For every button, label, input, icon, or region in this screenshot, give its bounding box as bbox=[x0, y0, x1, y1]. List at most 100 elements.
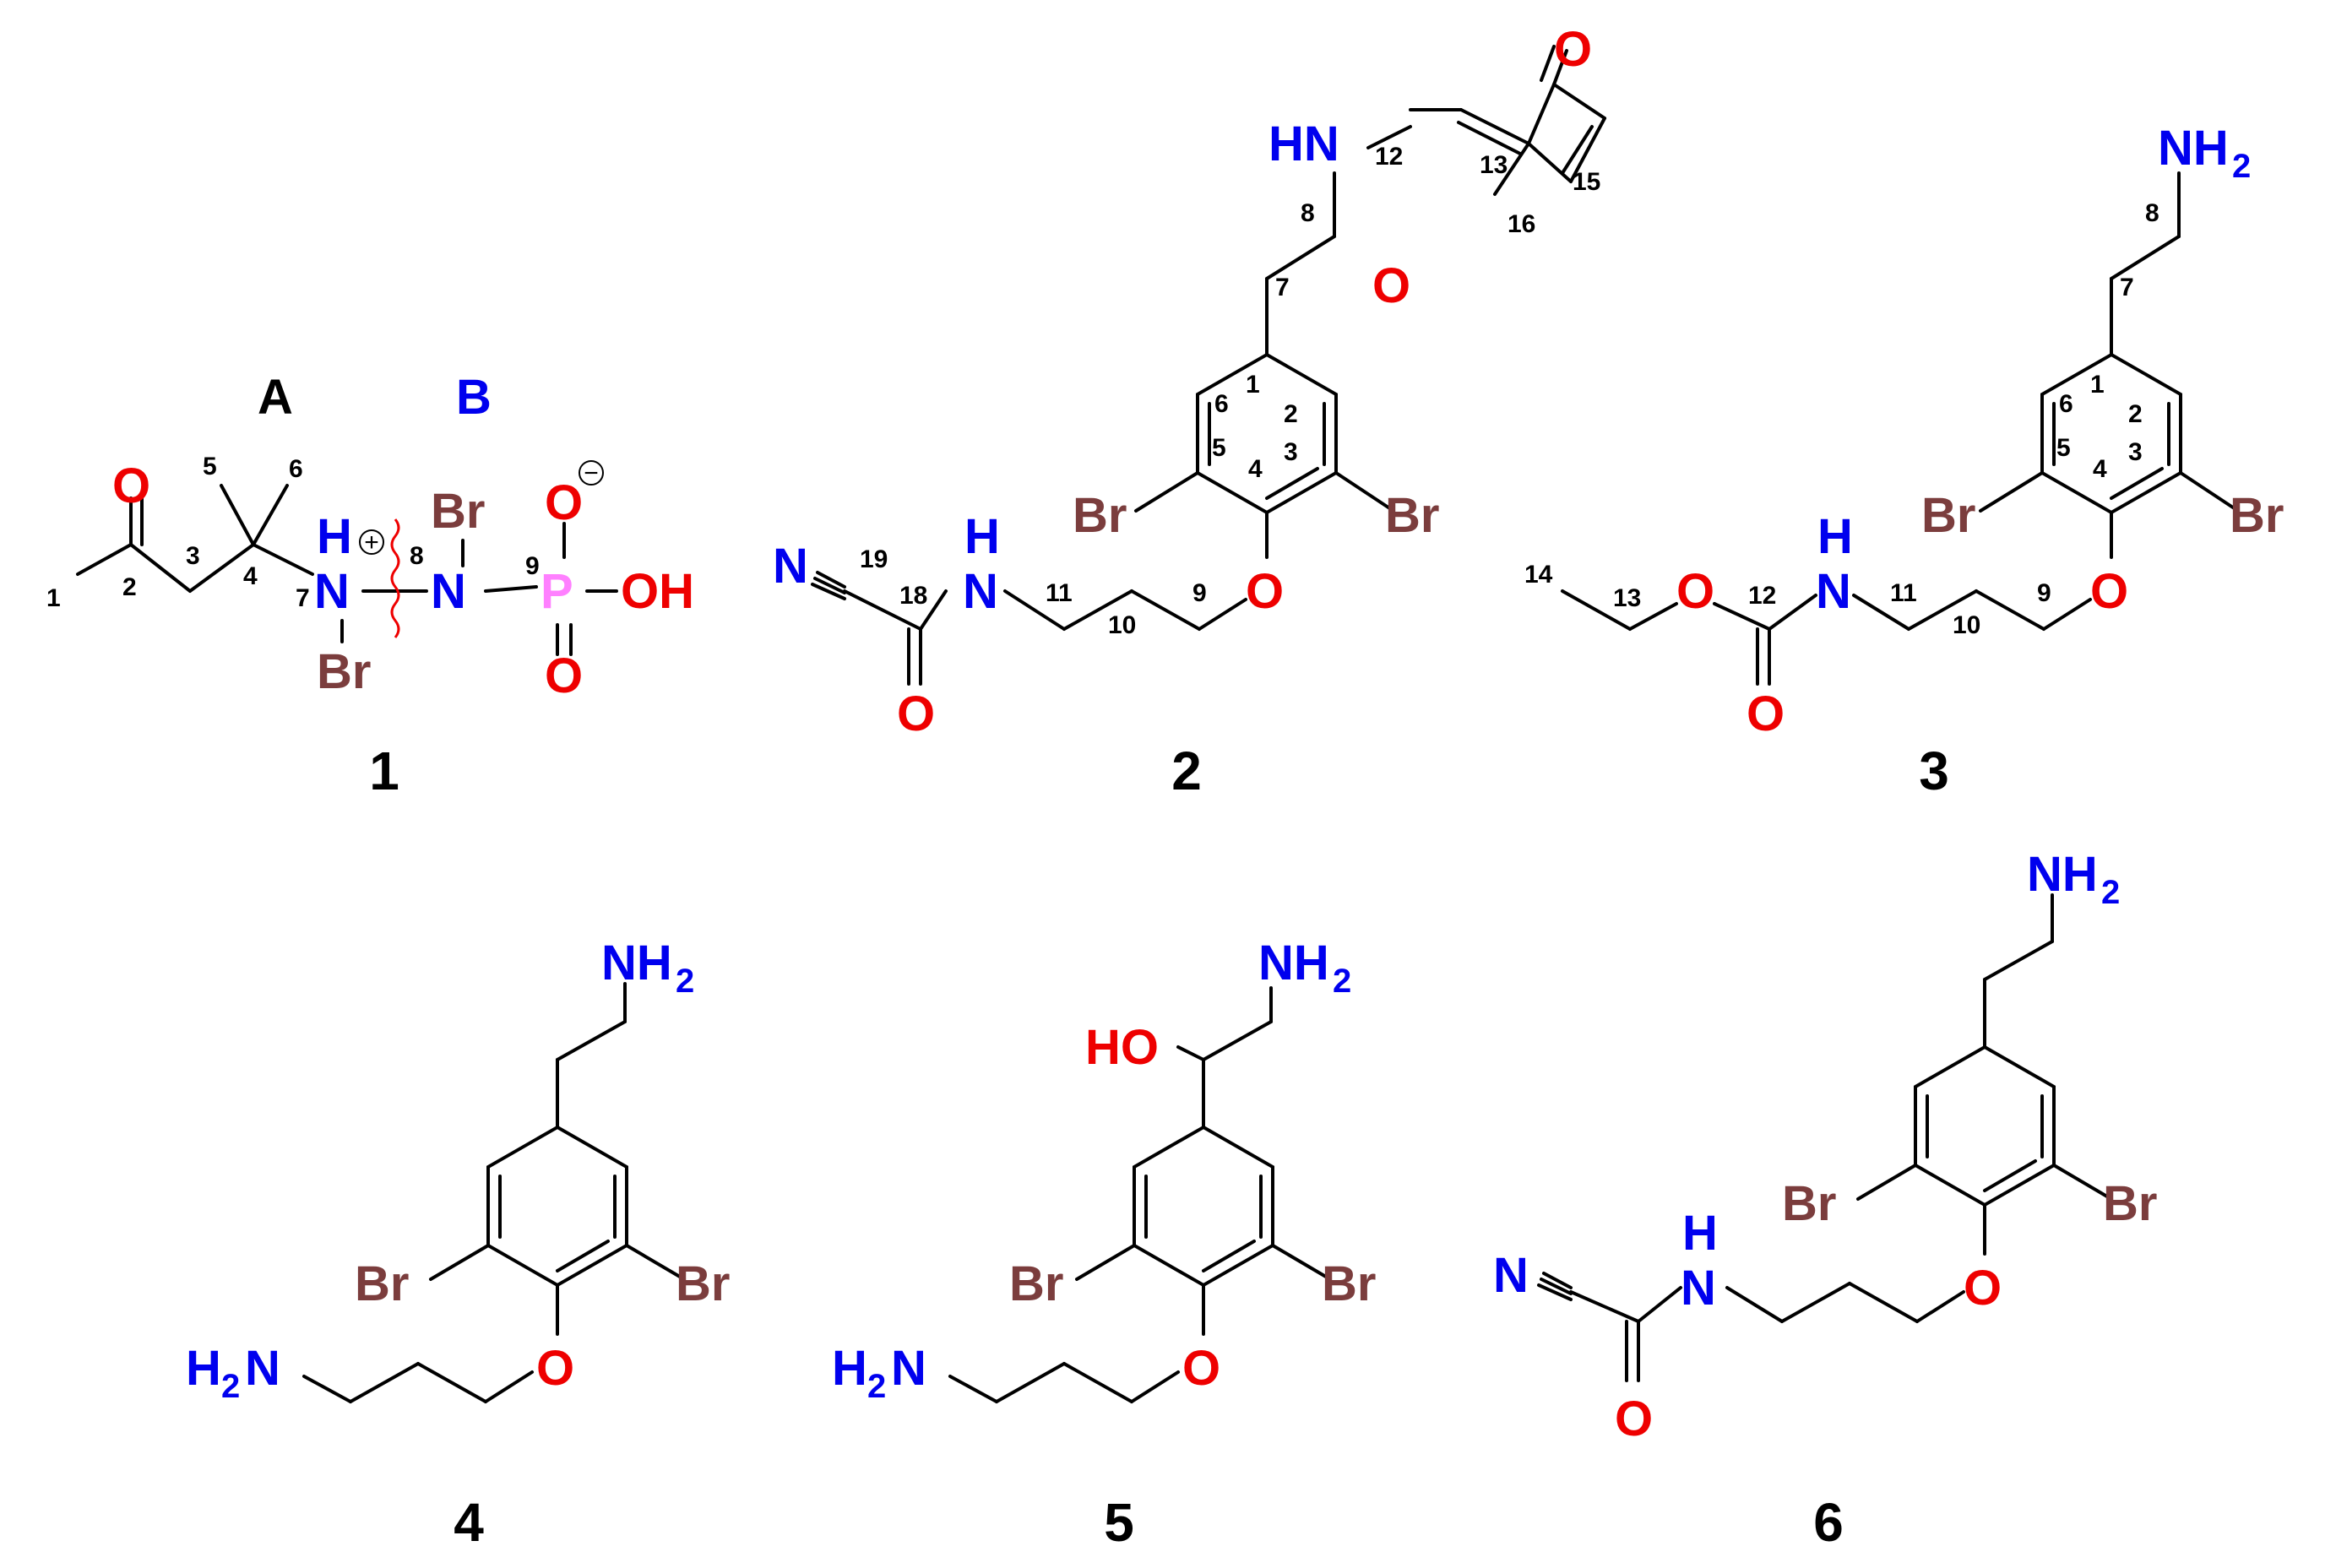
c3-amine-nh: NH bbox=[2158, 121, 2229, 176]
c3-num-11: 11 bbox=[1890, 579, 1917, 607]
c1-num-1: 1 bbox=[46, 584, 61, 612]
compound-5: NH 2 HO Br Br O H 2 N 5 bbox=[832, 936, 1376, 1553]
c2-bromine-right: Br bbox=[1385, 488, 1439, 543]
c2-num-4: 4 bbox=[1248, 455, 1263, 483]
c2-bromine-left: Br bbox=[1073, 488, 1127, 543]
fragment-b-label: B bbox=[456, 370, 492, 425]
c2-num-5: 5 bbox=[1212, 434, 1226, 462]
c2-num-12: 12 bbox=[1375, 143, 1403, 171]
c3-num-14: 14 bbox=[1524, 561, 1553, 589]
fragment-a-label: A bbox=[258, 370, 293, 425]
c1-n8-bromine: Br bbox=[431, 484, 485, 539]
c2-num-3: 3 bbox=[1284, 438, 1298, 466]
c6-nitrile-nitrogen: N bbox=[1493, 1248, 1529, 1303]
c2-nitrile-nitrogen: N bbox=[773, 539, 808, 594]
c2-amide-nitrogen: N bbox=[963, 564, 998, 619]
compound-1: O H N + Br N Br P O − OH O 1 2 3 4 5 6 7… bbox=[46, 370, 694, 801]
c2-num-18: 18 bbox=[899, 582, 927, 610]
compound-3: NH 2 Br Br O N H O O 1 2 3 4 5 6 7 8 9 1… bbox=[1524, 121, 2284, 801]
c3-num-3: 3 bbox=[2128, 438, 2143, 466]
c1-num-9: 9 bbox=[525, 552, 540, 580]
c3-num-12: 12 bbox=[1748, 582, 1776, 610]
c3-num-13: 13 bbox=[1613, 584, 1641, 612]
c2-amide-hydrogen: H bbox=[964, 509, 1000, 564]
compound-6: NH 2 Br Br O N H N O 6 bbox=[1493, 847, 2157, 1553]
c5-amine-subscript: 2 bbox=[1333, 963, 1351, 1000]
c2-num-8: 8 bbox=[1301, 199, 1315, 227]
compound-2-bonds bbox=[811, 45, 1606, 686]
c1-n7-bromine: Br bbox=[317, 644, 371, 699]
c4-bromine-right: Br bbox=[676, 1256, 730, 1311]
c2-num-15: 15 bbox=[1573, 168, 1600, 196]
c6-amide-oxygen: O bbox=[1615, 1392, 1653, 1446]
compound-6-label: 6 bbox=[1813, 1492, 1844, 1553]
c5-amine-nh: NH bbox=[1258, 936, 1329, 990]
c2-amine-hn: HN bbox=[1269, 117, 1339, 171]
c2-ether-oxygen: O bbox=[1246, 564, 1284, 619]
c3-amine-subscript: 2 bbox=[2232, 148, 2251, 185]
c5-ether-oxygen: O bbox=[1182, 1341, 1220, 1396]
c1-num-4: 4 bbox=[243, 562, 258, 590]
c2-num-6: 6 bbox=[1214, 390, 1229, 418]
c1-phosphoryl-oxygen: O bbox=[545, 648, 583, 703]
c1-num-5: 5 bbox=[203, 453, 217, 480]
compound-3-label: 3 bbox=[1919, 741, 1949, 801]
c3-bromine-left: Br bbox=[1921, 488, 1975, 543]
c3-num-9: 9 bbox=[2037, 579, 2051, 607]
c1-num-7: 7 bbox=[296, 584, 310, 612]
compound-4: NH 2 Br Br O H 2 N 4 bbox=[186, 936, 730, 1553]
plus-charge-icon bbox=[359, 529, 384, 555]
c5-bromine-left: Br bbox=[1009, 1256, 1063, 1311]
c2-num-10: 10 bbox=[1108, 611, 1136, 639]
c1-num-6: 6 bbox=[289, 455, 303, 483]
c2-num-16: 16 bbox=[1508, 210, 1535, 238]
c1-num-2: 2 bbox=[122, 573, 137, 601]
c5-bromine-right: Br bbox=[1322, 1256, 1376, 1311]
compound-5-bonds bbox=[948, 986, 1332, 1403]
c4-bromine-left: Br bbox=[355, 1256, 409, 1311]
c2-num-19: 19 bbox=[860, 545, 888, 573]
c2-num-9: 9 bbox=[1192, 579, 1207, 607]
c3-carbamate-nitrogen: N bbox=[1816, 564, 1851, 619]
c6-bromine-left: Br bbox=[1782, 1176, 1836, 1231]
compound-4-bonds bbox=[302, 982, 686, 1403]
c2-num-2: 2 bbox=[1284, 400, 1298, 428]
c5-hydroxyl: HO bbox=[1085, 1020, 1159, 1075]
c1-plus-charge: + bbox=[364, 529, 379, 556]
c3-num-1: 1 bbox=[2090, 371, 2105, 399]
c6-amine-nh: NH bbox=[2027, 847, 2098, 902]
compound-3-bonds bbox=[1561, 171, 2240, 686]
c5-terminal-amine-h: H bbox=[832, 1341, 867, 1396]
c2-oxygen-15: O bbox=[1554, 22, 1592, 77]
c4-terminal-amine-h: H bbox=[186, 1341, 221, 1396]
c5-terminal-amine-subscript: 2 bbox=[867, 1368, 886, 1405]
c3-num-4: 4 bbox=[2093, 455, 2107, 483]
c2-num-1: 1 bbox=[1246, 371, 1260, 399]
compound-1-bonds bbox=[76, 484, 618, 656]
c2-num-11: 11 bbox=[1046, 579, 1073, 607]
c4-ether-oxygen: O bbox=[536, 1341, 574, 1396]
c5-terminal-amine-n: N bbox=[891, 1341, 926, 1396]
c6-amide-nitrogen: N bbox=[1681, 1261, 1716, 1316]
compound-2-label: 2 bbox=[1171, 741, 1202, 801]
c3-num-10: 10 bbox=[1953, 611, 1980, 639]
c6-amine-subscript: 2 bbox=[2101, 874, 2120, 911]
c1-minus-charge: − bbox=[584, 459, 599, 487]
c1-ketone-oxygen: O bbox=[112, 458, 150, 513]
minus-charge-icon bbox=[579, 460, 604, 486]
c1-phosphorus: P bbox=[541, 564, 573, 619]
c1-num-8: 8 bbox=[410, 542, 424, 570]
c3-ether-oxygen: O bbox=[2090, 564, 2128, 619]
compound-5-label: 5 bbox=[1104, 1492, 1134, 1553]
compound-4-label: 4 bbox=[454, 1492, 484, 1553]
c6-amide-hydrogen: H bbox=[1682, 1206, 1718, 1261]
cleavage-wavy-line bbox=[390, 518, 400, 638]
c3-num-2: 2 bbox=[2128, 400, 2143, 428]
c3-carbonyl-oxygen: O bbox=[1747, 686, 1785, 741]
c3-num-8: 8 bbox=[2145, 199, 2159, 227]
c6-bromine-right: Br bbox=[2103, 1176, 2157, 1231]
c3-num-7: 7 bbox=[2120, 274, 2134, 301]
c2-amide-oxygen: O bbox=[897, 686, 935, 741]
c4-amine-nh: NH bbox=[601, 936, 672, 990]
